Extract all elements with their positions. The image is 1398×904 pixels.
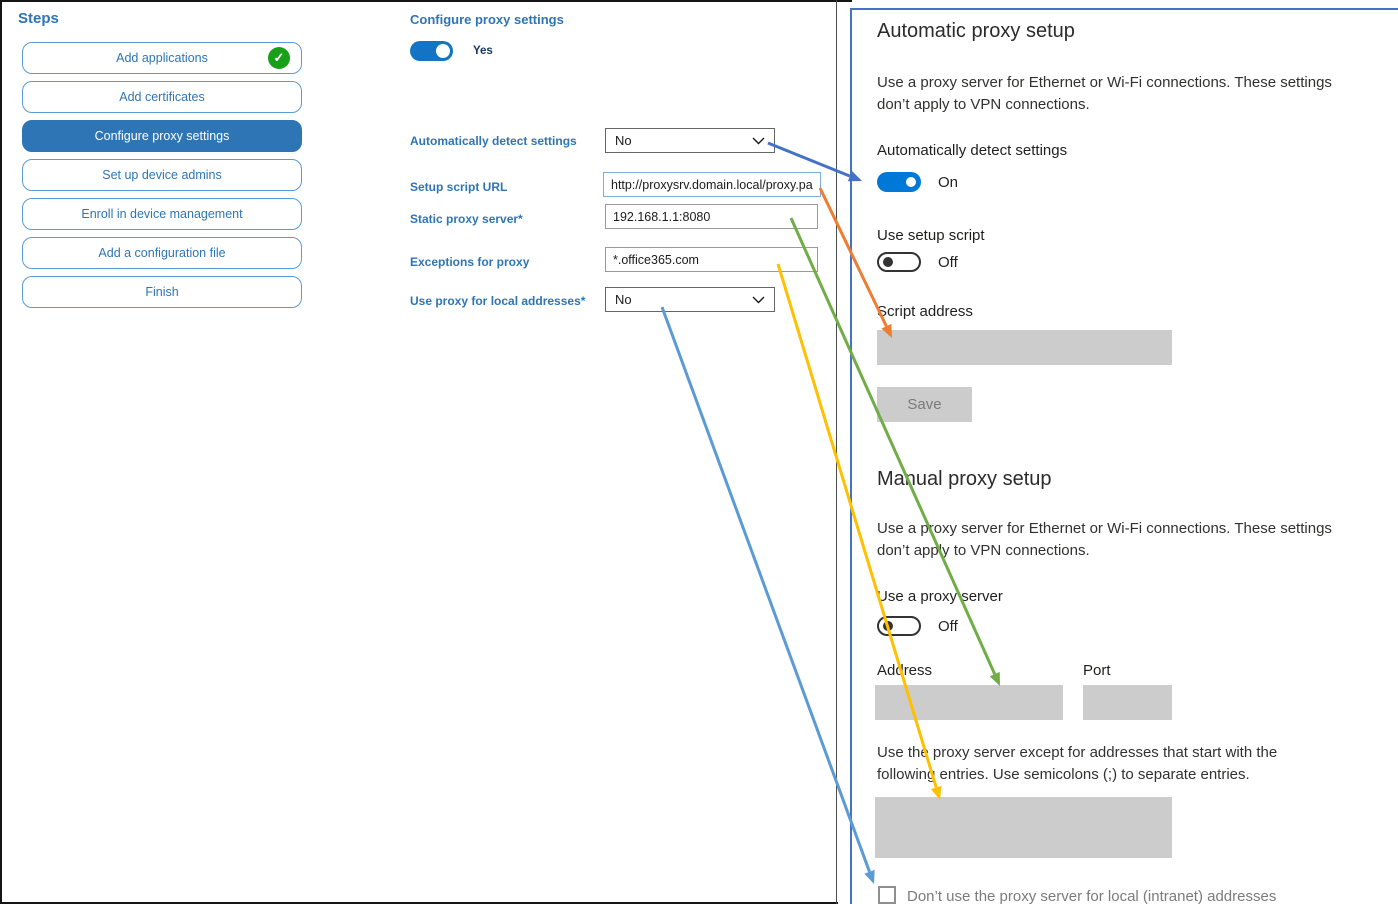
use-proxy-server-label: Use a proxy server (877, 588, 1003, 605)
use-setup-script-label: Use setup script (877, 227, 985, 244)
step-finish[interactable]: Finish (22, 276, 302, 308)
step-label: Add certificates (119, 90, 205, 104)
port-label: Port (1083, 662, 1111, 679)
select-value: No (615, 133, 632, 148)
automatic-proxy-description: Use a proxy server for Ethernet or Wi-Fi… (877, 74, 1332, 113)
step-label: Enroll in device management (81, 207, 243, 221)
select-value: No (615, 292, 632, 307)
step-set-up-device-admins[interactable]: Set up device admins (22, 159, 302, 191)
toggle-knob (883, 621, 893, 631)
configure-proxy-toggle[interactable] (410, 41, 453, 61)
use-proxy-server-state: Off (938, 618, 958, 635)
step-configure-proxy-settings[interactable]: Configure proxy settings (22, 120, 302, 152)
label-automatically-detect-settings: Automatically detect settings (410, 134, 577, 148)
configure-proxy-toggle-label: Yes (473, 45, 493, 57)
address-field[interactable] (875, 685, 1063, 720)
step-label: Finish (145, 285, 179, 299)
step-label: Add a configuration file (98, 246, 226, 260)
use-setup-script-toggle[interactable] (877, 252, 921, 272)
window-border-bottom (0, 902, 838, 904)
proxy-exceptions-field[interactable] (875, 797, 1172, 858)
windows-proxy-settings-panel: Automatic proxy setup Use a proxy server… (850, 8, 1398, 904)
chevron-down-icon (752, 137, 765, 145)
label-exceptions-for-proxy: Exceptions for proxy (410, 255, 530, 269)
detect-settings-label: Automatically detect settings (877, 142, 1068, 159)
detect-settings-state: On (938, 174, 959, 191)
use-setup-script-state: Off (938, 254, 958, 271)
step-label: Configure proxy settings (94, 129, 230, 143)
automatic-proxy-setup-heading: Automatic proxy setup (877, 20, 1075, 42)
step-add-certificates[interactable]: Add certificates (22, 81, 302, 113)
address-label: Address (877, 662, 933, 679)
local-addresses-checkbox[interactable] (878, 886, 896, 904)
vertical-divider (836, 0, 837, 904)
step-enroll-in-device-management[interactable]: Enroll in device management (22, 198, 302, 230)
steps-heading: Steps (18, 10, 59, 27)
exceptions-for-proxy-input[interactable] (605, 247, 818, 272)
step-add-a-configuration-file[interactable]: Add a configuration file (22, 237, 302, 269)
script-address-label: Script address (877, 303, 973, 320)
port-field[interactable] (1083, 685, 1172, 720)
setup-script-url-input[interactable] (603, 172, 821, 197)
use-proxy-for-local-addresses-select[interactable]: No (605, 287, 775, 312)
window-border-top (0, 0, 852, 2)
use-proxy-server-toggle[interactable] (877, 616, 921, 636)
steps-list: Add applications ✓ Add certificates Conf… (22, 42, 302, 308)
chevron-down-icon (752, 296, 765, 304)
page-title: Configure proxy settings (410, 12, 564, 27)
local-addresses-arrow (660, 306, 871, 873)
step-label: Add applications (116, 51, 208, 65)
label-setup-script-url: Setup script URL (410, 180, 508, 194)
static-proxy-server-input[interactable] (605, 204, 818, 229)
save-button[interactable]: Save (877, 387, 972, 422)
step-add-applications[interactable]: Add applications ✓ (22, 42, 302, 74)
automatically-detect-settings-select[interactable]: No (605, 128, 775, 153)
script-address-field[interactable] (877, 330, 1172, 365)
label-use-proxy-for-local-addresses: Use proxy for local addresses* (410, 294, 586, 308)
local-addresses-checkbox-label: Don’t use the proxy server for local (in… (907, 888, 1277, 904)
window-border-left (0, 0, 2, 904)
manual-proxy-setup-heading: Manual proxy setup (877, 468, 1052, 490)
proxy-exceptions-description: Use the proxy server except for addresse… (877, 744, 1278, 783)
detect-settings-toggle[interactable] (877, 172, 921, 192)
step-label: Set up device admins (102, 168, 222, 182)
toggle-knob (883, 257, 893, 267)
completed-check-icon: ✓ (268, 47, 290, 69)
toggle-knob (906, 177, 916, 187)
toggle-knob (436, 44, 450, 58)
manual-proxy-description: Use a proxy server for Ethernet or Wi-Fi… (877, 520, 1332, 559)
label-static-proxy-server: Static proxy server* (410, 212, 523, 226)
